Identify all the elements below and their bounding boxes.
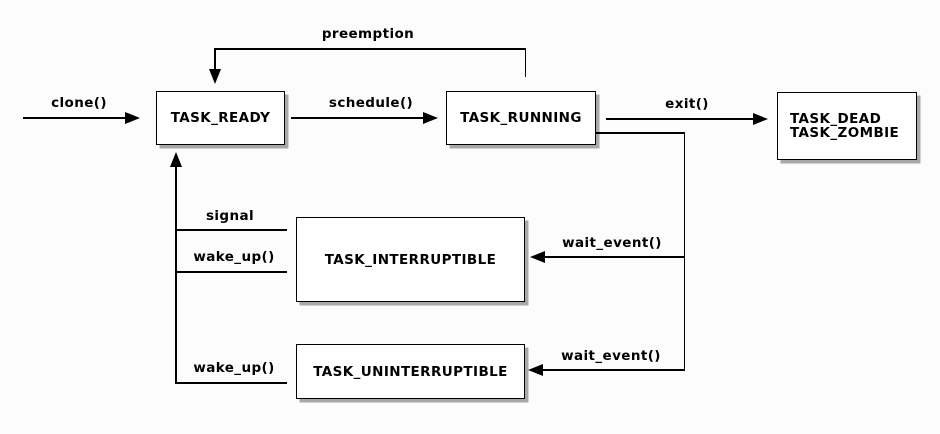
wakeup-interruptible-label: wake_up()	[193, 249, 275, 265]
preemption-line-top	[214, 48, 526, 50]
task-dead-label: TASK_DEAD	[790, 110, 882, 127]
signal-line	[175, 229, 287, 231]
clone-transition-label: clone()	[51, 95, 107, 111]
clone-arrowhead-icon	[125, 112, 140, 124]
wakeup-trunk-line	[175, 166, 177, 384]
wait-event-trunk-line	[683, 132, 686, 371]
task-running-label: TASK_RUNNING	[460, 110, 582, 126]
preemption-arrowhead-icon	[209, 69, 221, 84]
wakeup-uninterruptible-line	[175, 382, 287, 384]
exit-transition-label: exit()	[665, 96, 709, 112]
exit-arrow-line	[606, 118, 754, 120]
wakeup-arrowhead-icon	[170, 152, 182, 167]
state-box-task-interruptible: TASK_INTERRUPTIBLE	[296, 217, 525, 302]
clone-arrow-line	[23, 117, 126, 119]
preemption-transition-label: preemption	[321, 26, 415, 42]
wakeup-interruptible-line	[175, 271, 287, 273]
running-branch-line	[595, 132, 685, 134]
state-box-task-dead-zombie: TASK_DEAD TASK_ZOMBIE	[777, 92, 917, 160]
wait-event-interruptible-line	[545, 256, 684, 258]
task-zombie-label: TASK_ZOMBIE	[790, 125, 900, 141]
wait-event-uninterruptible-arrowhead-icon	[528, 364, 543, 376]
exit-arrowhead-icon	[753, 113, 768, 125]
state-box-task-ready: TASK_READY	[156, 91, 285, 145]
state-box-task-running: TASK_RUNNING	[446, 91, 596, 145]
signal-transition-label: signal	[205, 208, 255, 224]
task-uninterruptible-label: TASK_UNINTERRUPTIBLE	[313, 363, 508, 380]
preemption-line-from-running	[524, 48, 526, 77]
schedule-arrowhead-icon	[423, 112, 438, 124]
wakeup-uninterruptible-label: wake_up()	[193, 360, 275, 376]
wait-event-interruptible-label: wait_event()	[562, 235, 662, 251]
schedule-transition-label: schedule()	[328, 95, 414, 111]
wait-event-uninterruptible-line	[543, 369, 684, 371]
task-ready-label: TASK_READY	[170, 110, 271, 126]
state-box-task-uninterruptible: TASK_UNINTERRUPTIBLE	[296, 344, 525, 399]
preemption-line-to-ready	[214, 48, 216, 69]
schedule-arrow-line	[291, 117, 424, 119]
wait-event-uninterruptible-label: wait_event()	[561, 348, 661, 364]
task-interruptible-label: TASK_INTERRUPTIBLE	[324, 251, 497, 268]
wait-event-interruptible-arrowhead-icon	[530, 251, 545, 263]
